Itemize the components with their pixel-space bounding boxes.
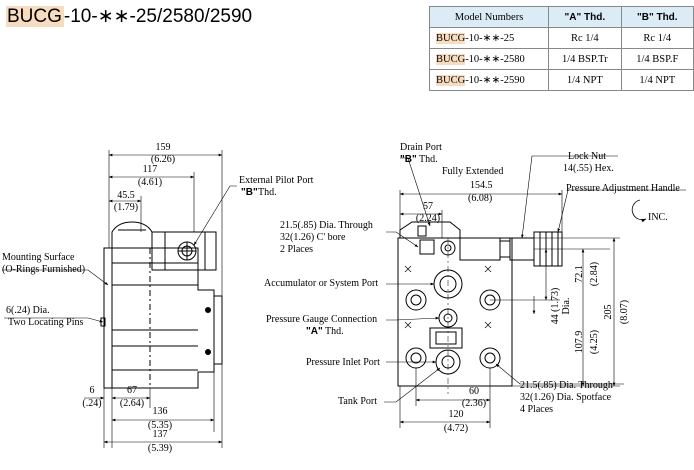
model-suffix: -10-∗∗-2580 bbox=[465, 54, 525, 65]
model-prefix: BUCG bbox=[436, 54, 466, 65]
dim-107-9-inch: (4.25) bbox=[589, 330, 600, 354]
dim-6: 6 bbox=[90, 385, 95, 396]
b-thd-quote: "B" bbox=[241, 187, 258, 198]
model-suffix: -10-∗∗-25/2580/2590 bbox=[63, 6, 253, 27]
model-suffix: -10-∗∗-2590 bbox=[465, 75, 525, 86]
dim-120: 120 bbox=[449, 409, 464, 420]
o-rings-label: (O-Rings Furnished) bbox=[2, 264, 85, 275]
dim-137-inch: (5.39) bbox=[148, 443, 172, 454]
dim-60-inch: (2.36) bbox=[462, 398, 486, 409]
dim-57: 57 bbox=[423, 201, 433, 212]
a-thd-quote: "A" bbox=[306, 326, 323, 337]
model-prefix: BUCG bbox=[436, 33, 466, 44]
dim-72-1: 72.1 bbox=[574, 265, 585, 283]
dim-67: 67 bbox=[127, 385, 137, 396]
table-row: BUCG-10-∗∗-25 Rc 1/4 Rc 1/4 bbox=[428, 27, 694, 49]
dim-159-inch: (6.26) bbox=[151, 154, 175, 165]
dim-120-inch: (4.72) bbox=[444, 423, 468, 434]
model-suffix: -10-∗∗-25 bbox=[465, 33, 515, 44]
dim-72-1-inch: (2.84) bbox=[589, 262, 600, 286]
b-thd-word: Thd. bbox=[258, 187, 277, 198]
fully-extended-label: Fully Extended bbox=[442, 166, 503, 177]
dim-67-inch: (2.64) bbox=[120, 398, 144, 409]
model-prefix: BUCG bbox=[6, 6, 64, 27]
dim-159: 159 bbox=[156, 142, 171, 153]
model-number-cell: BUCG-10-∗∗-2590 bbox=[428, 69, 550, 91]
inc-label: INC. bbox=[648, 212, 668, 223]
top-cap bbox=[111, 221, 153, 248]
b-thd-cell: 1/4 NPT bbox=[620, 69, 694, 91]
drain-port-label: Drain Port bbox=[400, 142, 442, 153]
page-title: BUCG-10-∗∗-25/2580/2590 bbox=[6, 4, 252, 30]
through-hole-bottom-3: 4 Places bbox=[520, 404, 553, 415]
dim-205: 205 bbox=[603, 305, 614, 320]
dim-6-inch: (.24) bbox=[82, 398, 101, 409]
through-hole-top-1: 21.5(.85) Dia. Through bbox=[280, 220, 373, 231]
pilot-port-boss bbox=[151, 231, 217, 271]
drain-b-quote: "B" bbox=[400, 154, 417, 165]
through-hole-top-3: 2 Places bbox=[280, 244, 313, 255]
dim-57-inch: (2.24) bbox=[416, 213, 440, 224]
tank-port-label: Tank Port bbox=[338, 396, 377, 407]
locating-pin-dia: 6(.24) Dia. bbox=[6, 305, 50, 316]
table-row: BUCG-10-∗∗-2590 1/4 NPT 1/4 NPT bbox=[428, 69, 694, 91]
lock-nut bbox=[509, 237, 535, 261]
front-view-labels: Drain Port "B" Thd. Fully Extended 154.5… bbox=[264, 142, 680, 434]
through-hole-bottom-1: 21.5(.85) Dia. Through bbox=[520, 380, 613, 391]
lock-nut-label: Lock Nut bbox=[568, 151, 606, 162]
mounting-surface-label: Mounting Surface bbox=[2, 252, 75, 263]
accumulator-port-label: Accumulator or System Port bbox=[264, 278, 378, 289]
side-view-labels: 159 (6.26) 117 (4.61) 45.5 (1.79) Extern… bbox=[2, 142, 314, 454]
pressure-inlet-port-label: Pressure Inlet Port bbox=[306, 357, 380, 368]
dim-44: 44 (1.73) bbox=[550, 288, 561, 325]
model-number-cell: BUCG-10-∗∗-25 bbox=[428, 27, 550, 49]
through-hole-top-2: 32(1.26) C' bore bbox=[280, 232, 346, 243]
thread-spec-table: Model Numbers "A" Thd. "B" Thd. BUCG-10-… bbox=[428, 6, 694, 91]
pressure-gauge-connection-label: Pressure Gauge Connection bbox=[266, 314, 377, 325]
locating-pins-label: Two Locating Pins bbox=[8, 317, 84, 328]
dim-136-inch: (5.35) bbox=[148, 420, 172, 431]
dim-60: 60 bbox=[469, 386, 479, 397]
dim-137: 137 bbox=[153, 429, 168, 440]
pressure-adjustment-handle-label: Pressure Adjustment Handle bbox=[566, 183, 680, 194]
front-view bbox=[384, 155, 686, 428]
dim-107-9: 107.9 bbox=[574, 331, 585, 354]
model-prefix: BUCG bbox=[436, 75, 466, 86]
through-hole-bottom-2: 32(1.26) Dia. Spotface bbox=[520, 392, 612, 403]
top-pilot-cover bbox=[399, 221, 461, 238]
dim-45-5: 45.5 bbox=[117, 190, 135, 201]
dim-117-inch: (4.61) bbox=[138, 177, 162, 188]
dim-45-5-inch: (1.79) bbox=[114, 202, 138, 213]
drain-b-word: Thd. bbox=[419, 154, 438, 165]
dim-44-dia: Dia. bbox=[561, 298, 572, 315]
side-view bbox=[2, 150, 237, 448]
dim-154-5-inch: (6.08) bbox=[468, 193, 492, 204]
dim-136: 136 bbox=[153, 406, 168, 417]
external-pilot-port-label: External Pilot Port bbox=[239, 175, 314, 186]
dim-154-5: 154.5 bbox=[470, 180, 493, 191]
header-model-numbers: Model Numbers bbox=[428, 6, 550, 28]
valve-body-outline bbox=[111, 247, 215, 389]
lock-nut-hex: 14(.55) Hex. bbox=[563, 163, 614, 174]
a-thd-word: Thd. bbox=[325, 326, 344, 337]
front-body bbox=[397, 237, 513, 387]
dim-117: 117 bbox=[143, 164, 158, 175]
dim-205-inch: (8.07) bbox=[619, 300, 630, 324]
